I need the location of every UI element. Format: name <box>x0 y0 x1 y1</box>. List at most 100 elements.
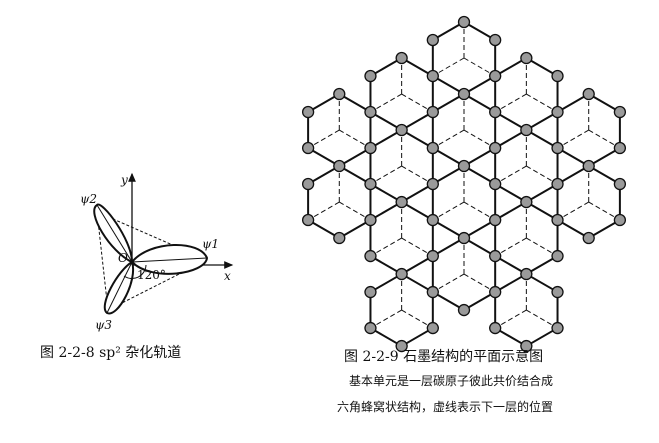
carbon-atom <box>489 141 502 155</box>
carbon-atom <box>551 69 564 83</box>
carbon-atom <box>520 123 533 137</box>
carbon-atom <box>489 69 502 83</box>
carbon-atom <box>426 321 439 335</box>
lower-layer-dashed-line <box>526 309 558 329</box>
carbon-atom <box>520 339 533 353</box>
carbon-atom <box>551 177 564 191</box>
carbon-atom <box>426 285 439 299</box>
carbon-atom <box>395 123 408 137</box>
carbon-atom <box>582 159 595 173</box>
carbon-atom <box>489 285 502 299</box>
carbon-atom <box>426 105 439 119</box>
carbon-atom <box>426 141 439 155</box>
carbon-atom <box>520 195 533 209</box>
carbon-atom <box>395 195 408 209</box>
carbon-atom <box>301 105 315 119</box>
carbon-atom <box>489 321 502 335</box>
carbon-atom <box>364 285 377 299</box>
lower-layer-dashed-line <box>307 129 340 149</box>
lower-layer-dashed-line <box>339 201 371 221</box>
carbon-atom <box>301 141 315 155</box>
carbon-atom <box>426 249 439 263</box>
lower-layer-dashed-line <box>401 309 434 329</box>
lower-layer-dashed-line <box>494 165 527 185</box>
lower-layer-dashed-line <box>370 93 402 113</box>
carbon-atom <box>613 105 627 119</box>
carbon-atom <box>333 231 346 245</box>
figure-2-2-9-caption-line2: 基本单元是一层碳原子彼此共价结合成 <box>349 374 554 388</box>
lower-layer-dashed-line <box>339 129 371 149</box>
lower-layer-dashed-line <box>370 309 402 329</box>
lower-layer-dashed-line <box>432 129 465 149</box>
carbon-atom <box>457 15 471 29</box>
lower-layer-dashed-line <box>401 165 434 185</box>
carbon-atom <box>582 231 595 245</box>
angle-label: 120° <box>137 268 166 282</box>
lower-layer-dashed-line <box>588 129 621 149</box>
carbon-atom <box>426 177 439 191</box>
carbon-atom <box>364 69 377 83</box>
carbon-atom <box>489 213 502 227</box>
lower-layer-dashed-line <box>463 57 496 77</box>
carbon-atom <box>489 249 502 263</box>
carbon-atom <box>551 321 564 335</box>
orbital-psi1-axis <box>131 257 208 263</box>
lower-layer-dashed-line <box>557 129 589 149</box>
origin-label: O <box>118 251 128 265</box>
carbon-atom <box>333 87 346 101</box>
carbon-atom <box>457 303 471 317</box>
carbon-atom <box>551 105 564 119</box>
carbon-atom <box>489 33 502 47</box>
lower-layer-dashed-line <box>494 309 527 329</box>
figure-2-2-8-caption: 图 2-2-8 sp² 杂化轨道 <box>40 345 182 361</box>
lower-layer-dashed-line <box>526 237 558 257</box>
carbon-atom <box>520 51 533 65</box>
lower-layer-dashed-line <box>494 93 527 113</box>
carbon-atom <box>364 177 377 191</box>
lower-layer-dashed-line <box>526 165 558 185</box>
orbital-psi2-axis <box>96 204 133 263</box>
psi3-label: ψ3 <box>95 318 112 332</box>
lower-layer-dashed-line <box>401 237 434 257</box>
figure-2-2-9-caption: 图 2-2-9 石墨结构的平面示意图 <box>344 349 544 365</box>
orbital-triangle <box>96 211 209 311</box>
carbon-atom <box>551 285 564 299</box>
carbon-atom <box>333 159 346 173</box>
lower-layer-dashed-line <box>588 201 621 221</box>
carbon-atom <box>426 213 439 227</box>
lower-layer-dashed-line <box>370 165 402 185</box>
carbon-atom <box>364 321 377 335</box>
carbon-atom <box>613 213 627 227</box>
carbon-atom <box>613 177 627 191</box>
carbon-atom <box>426 33 439 47</box>
lower-layer-dashed-line <box>494 237 527 257</box>
psi2-label: ψ2 <box>80 192 97 206</box>
axis-y-label: y <box>120 173 128 187</box>
figure-2-2-9-caption-line3: 六角蜂窝状结构，虚线表示下一层的位置 <box>337 400 554 414</box>
carbon-atom <box>395 267 408 281</box>
lower-layer-dashed-line <box>432 201 465 221</box>
carbon-atom <box>613 141 627 155</box>
carbon-atom <box>582 87 595 101</box>
carbon-atom <box>489 177 502 191</box>
orbital-psi3-axis <box>106 261 133 314</box>
carbon-atom <box>426 69 439 83</box>
graphite-lattice <box>301 15 627 353</box>
carbon-atom <box>489 105 502 119</box>
lower-layer-dashed-line <box>432 273 465 293</box>
carbon-atom <box>551 213 564 227</box>
carbon-atom <box>301 177 315 191</box>
axis-x-label: x <box>224 269 231 283</box>
carbon-atom <box>551 249 564 263</box>
lower-layer-dashed-line <box>401 93 434 113</box>
lower-layer-dashed-line <box>432 57 465 77</box>
carbon-atom <box>395 339 408 353</box>
psi1-label: ψ1 <box>202 237 219 251</box>
carbon-atom <box>457 159 471 173</box>
carbon-atom <box>457 87 471 101</box>
lower-layer-dashed-line <box>307 201 340 221</box>
lower-layer-dashed-line <box>463 273 496 293</box>
lower-layer-dashed-line <box>557 201 589 221</box>
angle-arc <box>123 264 147 280</box>
